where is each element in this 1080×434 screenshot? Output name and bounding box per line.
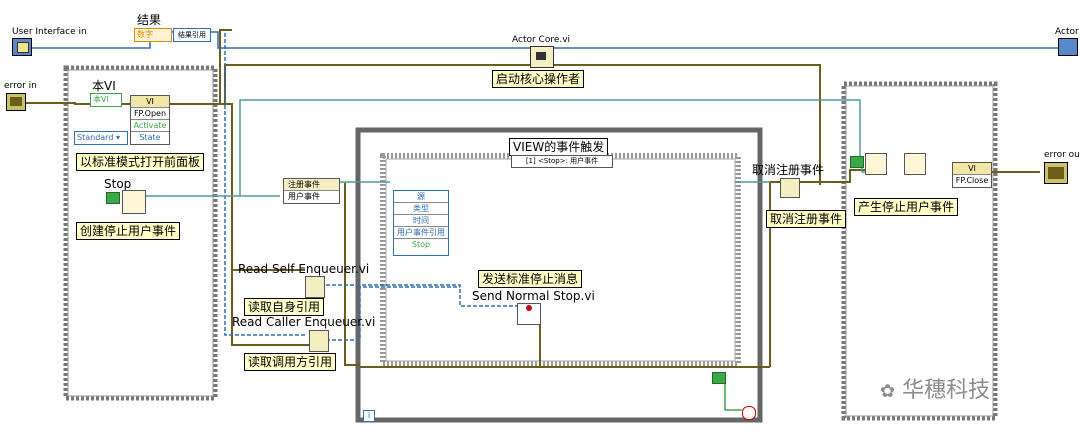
create-user-event-node[interactable] bbox=[122, 190, 146, 214]
loop-stop-terminal[interactable] bbox=[742, 406, 756, 420]
vi-close-header: VI bbox=[953, 163, 991, 175]
error-in-terminal[interactable] bbox=[6, 93, 26, 111]
result-ref-node[interactable]: 结果引用 bbox=[173, 28, 211, 42]
send-stop-node[interactable] bbox=[517, 303, 541, 325]
error-in-label: error in bbox=[4, 81, 37, 91]
event-data-node: 源 类型 时间 用户事件引用 Stop bbox=[393, 190, 449, 256]
wechat-icon: ✿ bbox=[880, 381, 896, 402]
right-true-const[interactable] bbox=[850, 156, 864, 168]
ui-in-terminal[interactable] bbox=[12, 38, 32, 56]
send-stop-label: Send Normal Stop.vi bbox=[472, 289, 595, 303]
event-case-label: [1] <Stop>: 用户事件 bbox=[525, 157, 599, 165]
event-data-time: 时间 bbox=[394, 215, 448, 227]
unregister-label: 取消注册事件 bbox=[752, 163, 825, 177]
comment-read-self: 读取自身引用 bbox=[244, 298, 325, 316]
this-vi-label: 本VI bbox=[92, 79, 116, 93]
comment-start-actor: 启动核心操作者 bbox=[492, 70, 585, 88]
vi-invoke-text: VI bbox=[146, 97, 154, 106]
watermark-text: 华穗科技 bbox=[902, 378, 991, 403]
register-events-user: 用户事件 bbox=[288, 192, 320, 201]
this-vi-ref-text: 本VI bbox=[93, 95, 109, 104]
activate-row: Activate bbox=[131, 120, 169, 132]
event-data-source: 源 bbox=[394, 191, 448, 203]
event-data-ref: 用户事件引用 bbox=[394, 227, 448, 239]
register-events-header: 注册事件 bbox=[284, 179, 339, 191]
comment-send-stop: 发送标准停止消息 bbox=[478, 270, 583, 288]
read-self-label: Read Self Enqueuer.vi bbox=[238, 262, 370, 276]
register-events-node[interactable]: 注册事件 用户事件 bbox=[283, 178, 340, 204]
folder-icon bbox=[17, 42, 29, 53]
event-structure-title: VIEW的事件触发 bbox=[509, 138, 609, 156]
unregister-node[interactable] bbox=[780, 178, 800, 198]
event-data-stop: Stop bbox=[411, 240, 431, 249]
vi-invoke-node[interactable]: VI FP.Open Activate State bbox=[130, 95, 170, 145]
sequence-frame-right bbox=[841, 81, 998, 421]
vi-close-invoke-node[interactable]: VI FP.Close bbox=[952, 162, 992, 188]
error-out-label: error out bbox=[1044, 150, 1080, 160]
stop-bool-const[interactable] bbox=[106, 192, 120, 204]
result-ref-text: 结果引用 bbox=[178, 31, 206, 39]
ui-out-terminal[interactable] bbox=[1058, 38, 1078, 56]
read-caller-node[interactable] bbox=[309, 330, 329, 352]
actor-icon bbox=[536, 52, 546, 60]
comment-create-stop: 创建停止用户事件 bbox=[76, 222, 181, 240]
event-data-type: 类型 bbox=[394, 203, 448, 215]
standard-ring[interactable]: Standard ▾ bbox=[74, 131, 128, 145]
fp-close-row: FP.Close bbox=[955, 176, 989, 185]
this-vi-ref[interactable]: 本VI bbox=[90, 93, 122, 107]
number-const-text: 数字 bbox=[137, 30, 153, 39]
while-loop-frame bbox=[355, 127, 763, 423]
actor-core-label: Actor Core.vi bbox=[512, 35, 571, 45]
ui-in-label: User Interface in bbox=[12, 27, 87, 37]
ui-out-label: Actor & bbox=[1055, 27, 1080, 37]
generate-event-node[interactable] bbox=[865, 153, 887, 175]
stop-dot-icon bbox=[526, 305, 532, 311]
actor-core-node[interactable] bbox=[530, 46, 554, 68]
state-row: State bbox=[139, 133, 161, 142]
comment-unregister: 取消注册事件 bbox=[766, 210, 847, 228]
cluster-icon bbox=[10, 97, 22, 106]
destroy-event-node[interactable] bbox=[904, 153, 926, 175]
stop-boolean-wire bbox=[724, 380, 742, 411]
number-ref-const[interactable]: 数字 bbox=[134, 28, 172, 42]
read-caller-label: Read Caller Enqueuer.vi bbox=[232, 315, 376, 329]
stop-label: Stop bbox=[104, 177, 132, 191]
comment-read-caller: 读取调用方引用 bbox=[244, 353, 337, 371]
read-self-node[interactable] bbox=[305, 276, 325, 298]
event-structure-frame bbox=[380, 153, 741, 367]
loop-iteration-terminal: i bbox=[363, 410, 375, 422]
loop-true-const[interactable] bbox=[712, 372, 726, 384]
vi-invoke-header: VI bbox=[131, 96, 169, 108]
cluster-icon bbox=[1048, 167, 1064, 179]
watermark: ✿ 华穗科技 bbox=[880, 372, 990, 404]
error-out-terminal[interactable] bbox=[1044, 162, 1068, 184]
event-ref-wires bbox=[130, 99, 870, 197]
fp-open-row: FP.Open bbox=[131, 108, 169, 120]
comment-open-fp: 以标准模式打开前面板 bbox=[76, 153, 205, 171]
standard-text: Standard bbox=[77, 133, 114, 142]
result-label: 结果 bbox=[137, 13, 162, 27]
event-case-selector[interactable]: [1] <Stop>: 用户事件 bbox=[511, 155, 613, 168]
vi-close-text: VI bbox=[968, 164, 976, 173]
comment-generate-stop: 产生停止用户事件 bbox=[854, 198, 959, 216]
